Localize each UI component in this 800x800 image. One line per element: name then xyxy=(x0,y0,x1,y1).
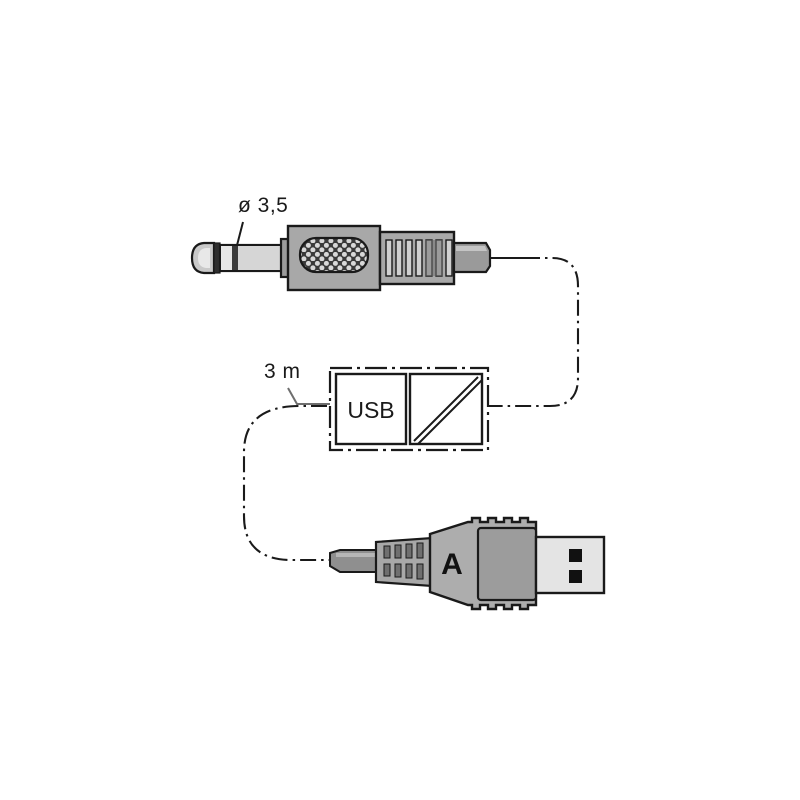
usb-plug-contact-square-1 xyxy=(569,549,582,562)
cable-segment-usbbox-to-usbplug xyxy=(242,404,330,562)
usb-box-diagonal-line-2 xyxy=(417,379,483,445)
jack-body-knurl-mesh xyxy=(300,238,368,272)
cable-length-leader-line xyxy=(287,387,330,405)
jack-cable-boot-highlight xyxy=(456,246,487,251)
jack-plug-3-5mm xyxy=(190,224,492,292)
cable-length-dimension: 3 m xyxy=(264,360,330,405)
usb-plug-letter-a: A xyxy=(441,548,463,581)
usb-plug-cable-stub-highlight xyxy=(336,553,377,557)
cable-path-group xyxy=(242,256,580,562)
usb-box-label-text: USB xyxy=(347,397,394,423)
jack-shaft-ring xyxy=(232,246,238,270)
usb-plug-inner-panel xyxy=(476,526,538,602)
cable-segment-jack-to-usbbox-dashdot xyxy=(489,256,580,408)
usb-plug-strain-relief-slots xyxy=(383,542,424,580)
usb-plug-contact-square-2 xyxy=(569,570,582,583)
jack-shaft-segment-light xyxy=(221,246,232,270)
usb-plug-metal-shell xyxy=(534,535,606,595)
cable-length-label: 3 m xyxy=(264,360,301,383)
jack-diameter-label: ø 3,5 xyxy=(238,194,288,217)
usb-a-plug: A xyxy=(329,516,606,611)
usb-box-diagonal-line-1 xyxy=(413,376,479,442)
jack-tip-highlight xyxy=(198,248,210,268)
usb-box-outer-border xyxy=(328,366,490,452)
usb-plug-strain-relief xyxy=(374,536,434,588)
usb-box-label-square xyxy=(334,372,408,446)
jack-body-knurl-outline xyxy=(298,236,370,274)
jack-strain-relief-shadow xyxy=(425,240,443,276)
jack-shaft-segment-light-2 xyxy=(238,246,281,270)
usb-symbol-box: USB xyxy=(328,366,490,452)
